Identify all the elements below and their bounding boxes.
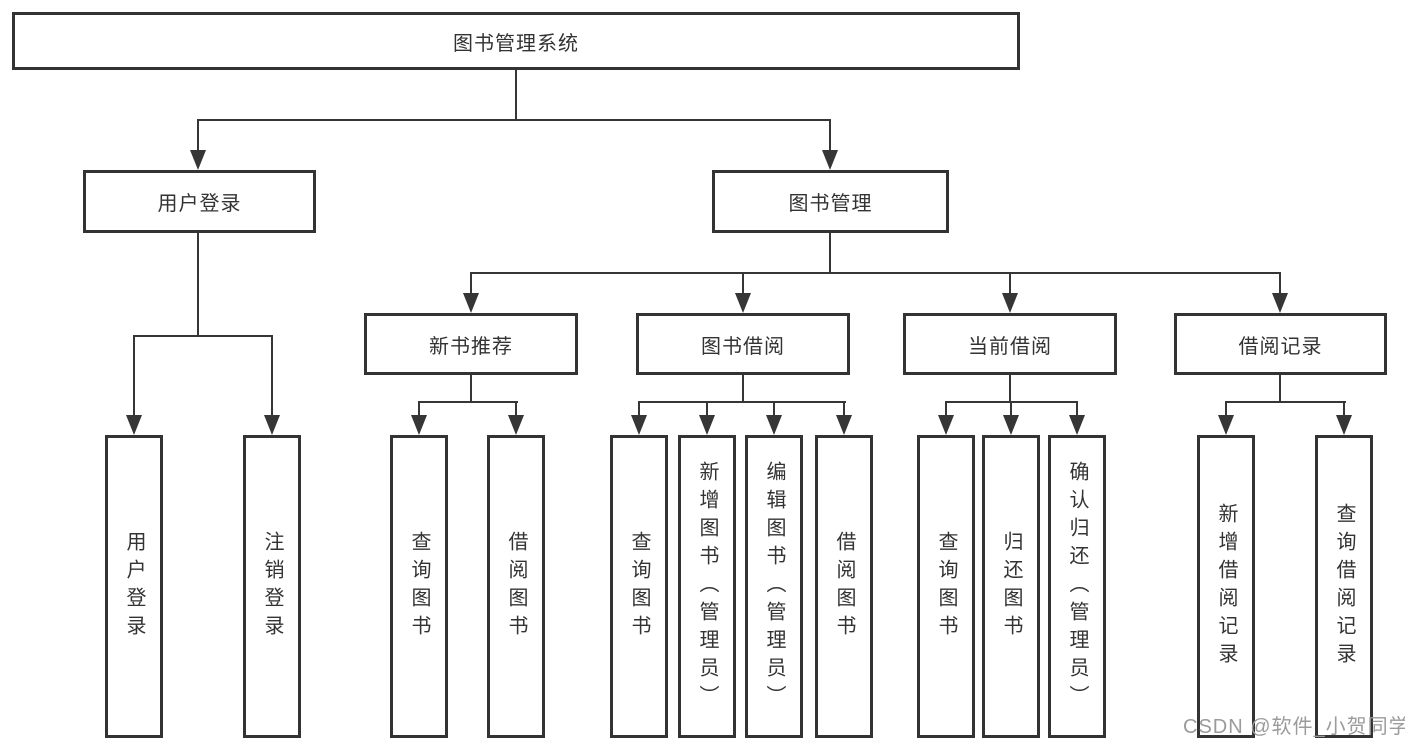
connector-line <box>515 70 517 121</box>
arrowhead <box>822 150 838 170</box>
connector-line <box>1279 375 1281 403</box>
arrowhead <box>1069 415 1085 435</box>
leaf-query-borrow-record: 查询借阅记录 <box>1315 435 1373 738</box>
node-library-management-system: 图书管理系统 <box>12 12 1020 70</box>
connector-line <box>843 401 845 418</box>
arrowhead <box>735 293 751 313</box>
arrowhead <box>1003 415 1019 435</box>
leaf-add-borrow-record: 新增借阅记录 <box>1197 435 1255 738</box>
connector-line <box>133 335 135 418</box>
connector-line <box>133 335 273 337</box>
arrowhead <box>1218 415 1234 435</box>
connector-line <box>197 233 199 337</box>
arrowhead <box>1272 293 1288 313</box>
arrowhead <box>766 415 782 435</box>
connector-line <box>515 401 517 418</box>
connector-line <box>1009 375 1011 403</box>
arrowhead <box>126 415 142 435</box>
arrowhead <box>508 415 524 435</box>
connector-line <box>1009 272 1011 296</box>
connector-line <box>470 272 472 296</box>
arrowhead <box>836 415 852 435</box>
leaf-query-books-borrowing: 查询图书 <box>610 435 668 738</box>
node-book-borrowing: 图书借阅 <box>636 313 850 375</box>
connector-line <box>197 119 199 153</box>
arrowhead <box>1002 293 1018 313</box>
leaf-logout: 注销登录 <box>243 435 301 738</box>
arrowhead <box>699 415 715 435</box>
connector-line <box>1225 401 1346 403</box>
connector-line <box>1279 272 1281 296</box>
arrowhead <box>631 415 647 435</box>
arrowhead <box>938 415 954 435</box>
leaf-borrow-books-recommend: 借阅图书 <box>487 435 545 738</box>
connector-line <box>945 401 947 418</box>
node-borrowing-records: 借阅记录 <box>1174 313 1387 375</box>
arrowhead <box>463 293 479 313</box>
leaf-user-login: 用户登录 <box>105 435 163 738</box>
connector-line <box>198 119 831 121</box>
leaf-borrow-books-borrowing: 借阅图书 <box>815 435 873 738</box>
connector-line <box>638 401 640 418</box>
leaf-add-books-admin: 新增图书（管理员） <box>678 435 736 738</box>
connector-line <box>1010 401 1012 418</box>
node-user-login: 用户登录 <box>83 170 316 233</box>
node-current-borrowing: 当前借阅 <box>903 313 1117 375</box>
connector-line <box>271 335 273 418</box>
connector-line <box>638 401 846 403</box>
arrowhead <box>190 150 206 170</box>
connector-line <box>1225 401 1227 418</box>
csdn-watermark: CSDN @软件_小贺同学 <box>1183 716 1405 738</box>
node-new-book-recommendation: 新书推荐 <box>364 313 578 375</box>
leaf-edit-books-admin: 编辑图书（管理员） <box>745 435 803 738</box>
connector-line <box>742 272 744 296</box>
connector-line <box>418 401 518 403</box>
connector-line <box>1076 401 1078 418</box>
connector-line <box>773 401 775 418</box>
connector-line <box>418 401 420 418</box>
leaf-confirm-return-admin: 确认归还（管理员） <box>1048 435 1106 738</box>
connector-line <box>742 375 744 403</box>
arrowhead <box>411 415 427 435</box>
node-book-management: 图书管理 <box>712 170 949 233</box>
arrowhead <box>1336 415 1352 435</box>
leaf-query-books-recommend: 查询图书 <box>390 435 448 738</box>
connector-line <box>829 233 831 274</box>
leaf-query-books-current: 查询图书 <box>917 435 975 738</box>
connector-line <box>706 401 708 418</box>
connector-line <box>470 375 472 403</box>
arrowhead <box>264 415 280 435</box>
connector-line <box>470 272 1281 274</box>
connector-line <box>829 119 831 153</box>
leaf-return-books: 归还图书 <box>982 435 1040 738</box>
connector-line <box>1343 401 1345 418</box>
